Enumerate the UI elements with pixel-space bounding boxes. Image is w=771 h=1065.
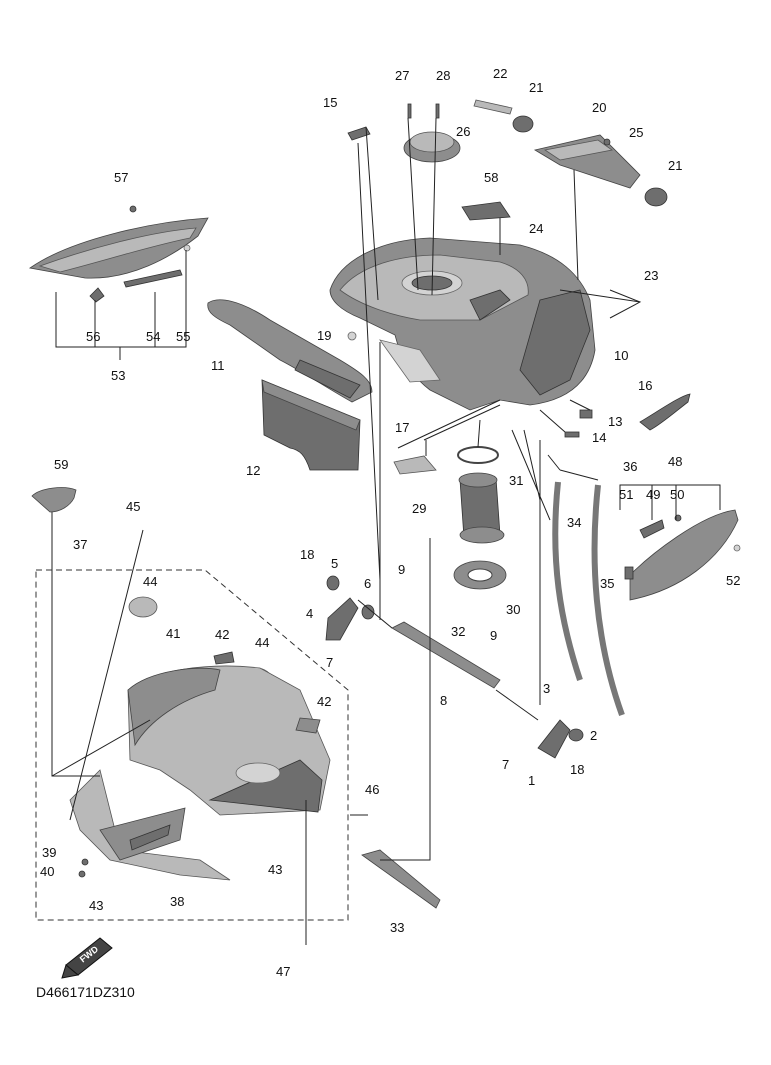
part-1-bracket xyxy=(537,719,571,759)
callout-42a: 42 xyxy=(215,627,229,642)
part-21-sleeve-bottom xyxy=(644,187,668,207)
part-31-oring xyxy=(457,446,499,464)
part-19-grommet xyxy=(347,331,357,341)
callout-4: 4 xyxy=(306,606,313,621)
callout-9a: 9 xyxy=(398,562,405,577)
callout-44b: 44 xyxy=(255,635,269,650)
part-34-hose xyxy=(552,481,583,681)
callout-39: 39 xyxy=(42,845,56,860)
callout-12: 12 xyxy=(246,463,260,478)
callout-23: 23 xyxy=(644,268,658,283)
part-4-bracket xyxy=(325,597,359,641)
part-shapes: FWD xyxy=(28,99,741,979)
callout-34: 34 xyxy=(567,515,581,530)
callout-30: 30 xyxy=(506,602,520,617)
part-59-cap xyxy=(31,487,77,513)
part-8-bar xyxy=(391,621,501,689)
callout-35: 35 xyxy=(600,576,614,591)
callout-32: 32 xyxy=(451,624,465,639)
callout-24: 24 xyxy=(529,221,543,236)
callouts: 1 2 3 4 5 6 7 7 8 9 9 10 11 12 13 14 15 … xyxy=(40,66,740,979)
callout-53: 53 xyxy=(111,368,125,383)
callout-33: 33 xyxy=(390,920,404,935)
callout-56: 56 xyxy=(86,329,100,344)
callout-46: 46 xyxy=(365,782,379,797)
callout-7b: 7 xyxy=(502,757,509,772)
callout-15: 15 xyxy=(323,95,337,110)
callout-19: 19 xyxy=(317,328,331,343)
callout-21b: 21 xyxy=(668,158,682,173)
part-48-side-cover xyxy=(629,509,739,601)
callout-54: 54 xyxy=(146,329,160,344)
callout-36: 36 xyxy=(623,459,637,474)
callout-10: 10 xyxy=(614,348,628,363)
callout-22: 22 xyxy=(493,66,507,81)
part-12-pad xyxy=(261,379,361,471)
callout-44a: 44 xyxy=(143,574,157,589)
callout-37: 37 xyxy=(73,537,87,552)
callout-42b: 42 xyxy=(317,694,331,709)
callout-11: 11 xyxy=(211,358,225,373)
part-17-plate xyxy=(393,455,437,475)
callout-51: 51 xyxy=(619,487,633,502)
callout-52: 52 xyxy=(726,573,740,588)
callout-17: 17 xyxy=(395,420,409,435)
callout-49: 49 xyxy=(646,487,660,502)
callout-27: 27 xyxy=(395,68,409,83)
callout-58: 58 xyxy=(484,170,498,185)
part-58-sticker xyxy=(461,201,511,221)
callout-21a: 21 xyxy=(529,80,543,95)
callout-16: 16 xyxy=(638,378,652,393)
callout-3: 3 xyxy=(543,681,550,696)
callout-31: 31 xyxy=(509,473,523,488)
callout-50: 50 xyxy=(670,487,684,502)
callout-5: 5 xyxy=(331,556,338,571)
callout-7a: 7 xyxy=(326,655,333,670)
callout-26: 26 xyxy=(456,124,470,139)
part-56-clip xyxy=(89,287,105,303)
callout-2: 2 xyxy=(590,728,597,743)
part-33-stay xyxy=(361,849,441,909)
diagram-code: D466171DZ310 xyxy=(36,984,135,1000)
callout-55: 55 xyxy=(176,329,190,344)
callout-28: 28 xyxy=(436,68,450,83)
part-15-plate xyxy=(347,126,371,141)
callout-25: 25 xyxy=(629,125,643,140)
callout-1: 1 xyxy=(528,773,535,788)
part-16-bracket xyxy=(639,393,691,431)
callout-48: 48 xyxy=(668,454,682,469)
callout-18a: 18 xyxy=(300,547,314,562)
callout-9b: 9 xyxy=(490,628,497,643)
callout-43a: 43 xyxy=(268,862,282,877)
callout-6: 6 xyxy=(364,576,371,591)
part-38-lower-cover xyxy=(69,769,231,881)
callout-57: 57 xyxy=(114,170,128,185)
part-57-bolt xyxy=(129,205,137,213)
fwd-arrow: FWD xyxy=(61,937,113,979)
callout-13: 13 xyxy=(608,414,622,429)
callout-40: 40 xyxy=(40,864,54,879)
callout-47: 47 xyxy=(276,964,290,979)
part-22-rod xyxy=(473,99,513,115)
callout-41: 41 xyxy=(166,626,180,641)
dashed-group-37 xyxy=(35,569,349,921)
part-21-sleeve-top xyxy=(512,115,534,133)
callout-59: 59 xyxy=(54,457,68,472)
callout-45: 45 xyxy=(126,499,140,514)
callout-8: 8 xyxy=(440,693,447,708)
callout-20: 20 xyxy=(592,100,606,115)
callout-43b: 43 xyxy=(89,898,103,913)
callout-38: 38 xyxy=(170,894,184,909)
leader-lines xyxy=(51,117,721,945)
part-35-hose xyxy=(591,484,625,717)
part-44-disc xyxy=(128,596,158,618)
callout-14: 14 xyxy=(592,430,606,445)
callout-29: 29 xyxy=(412,501,426,516)
part-54-strip xyxy=(123,269,183,288)
callout-18b: 18 xyxy=(570,762,584,777)
